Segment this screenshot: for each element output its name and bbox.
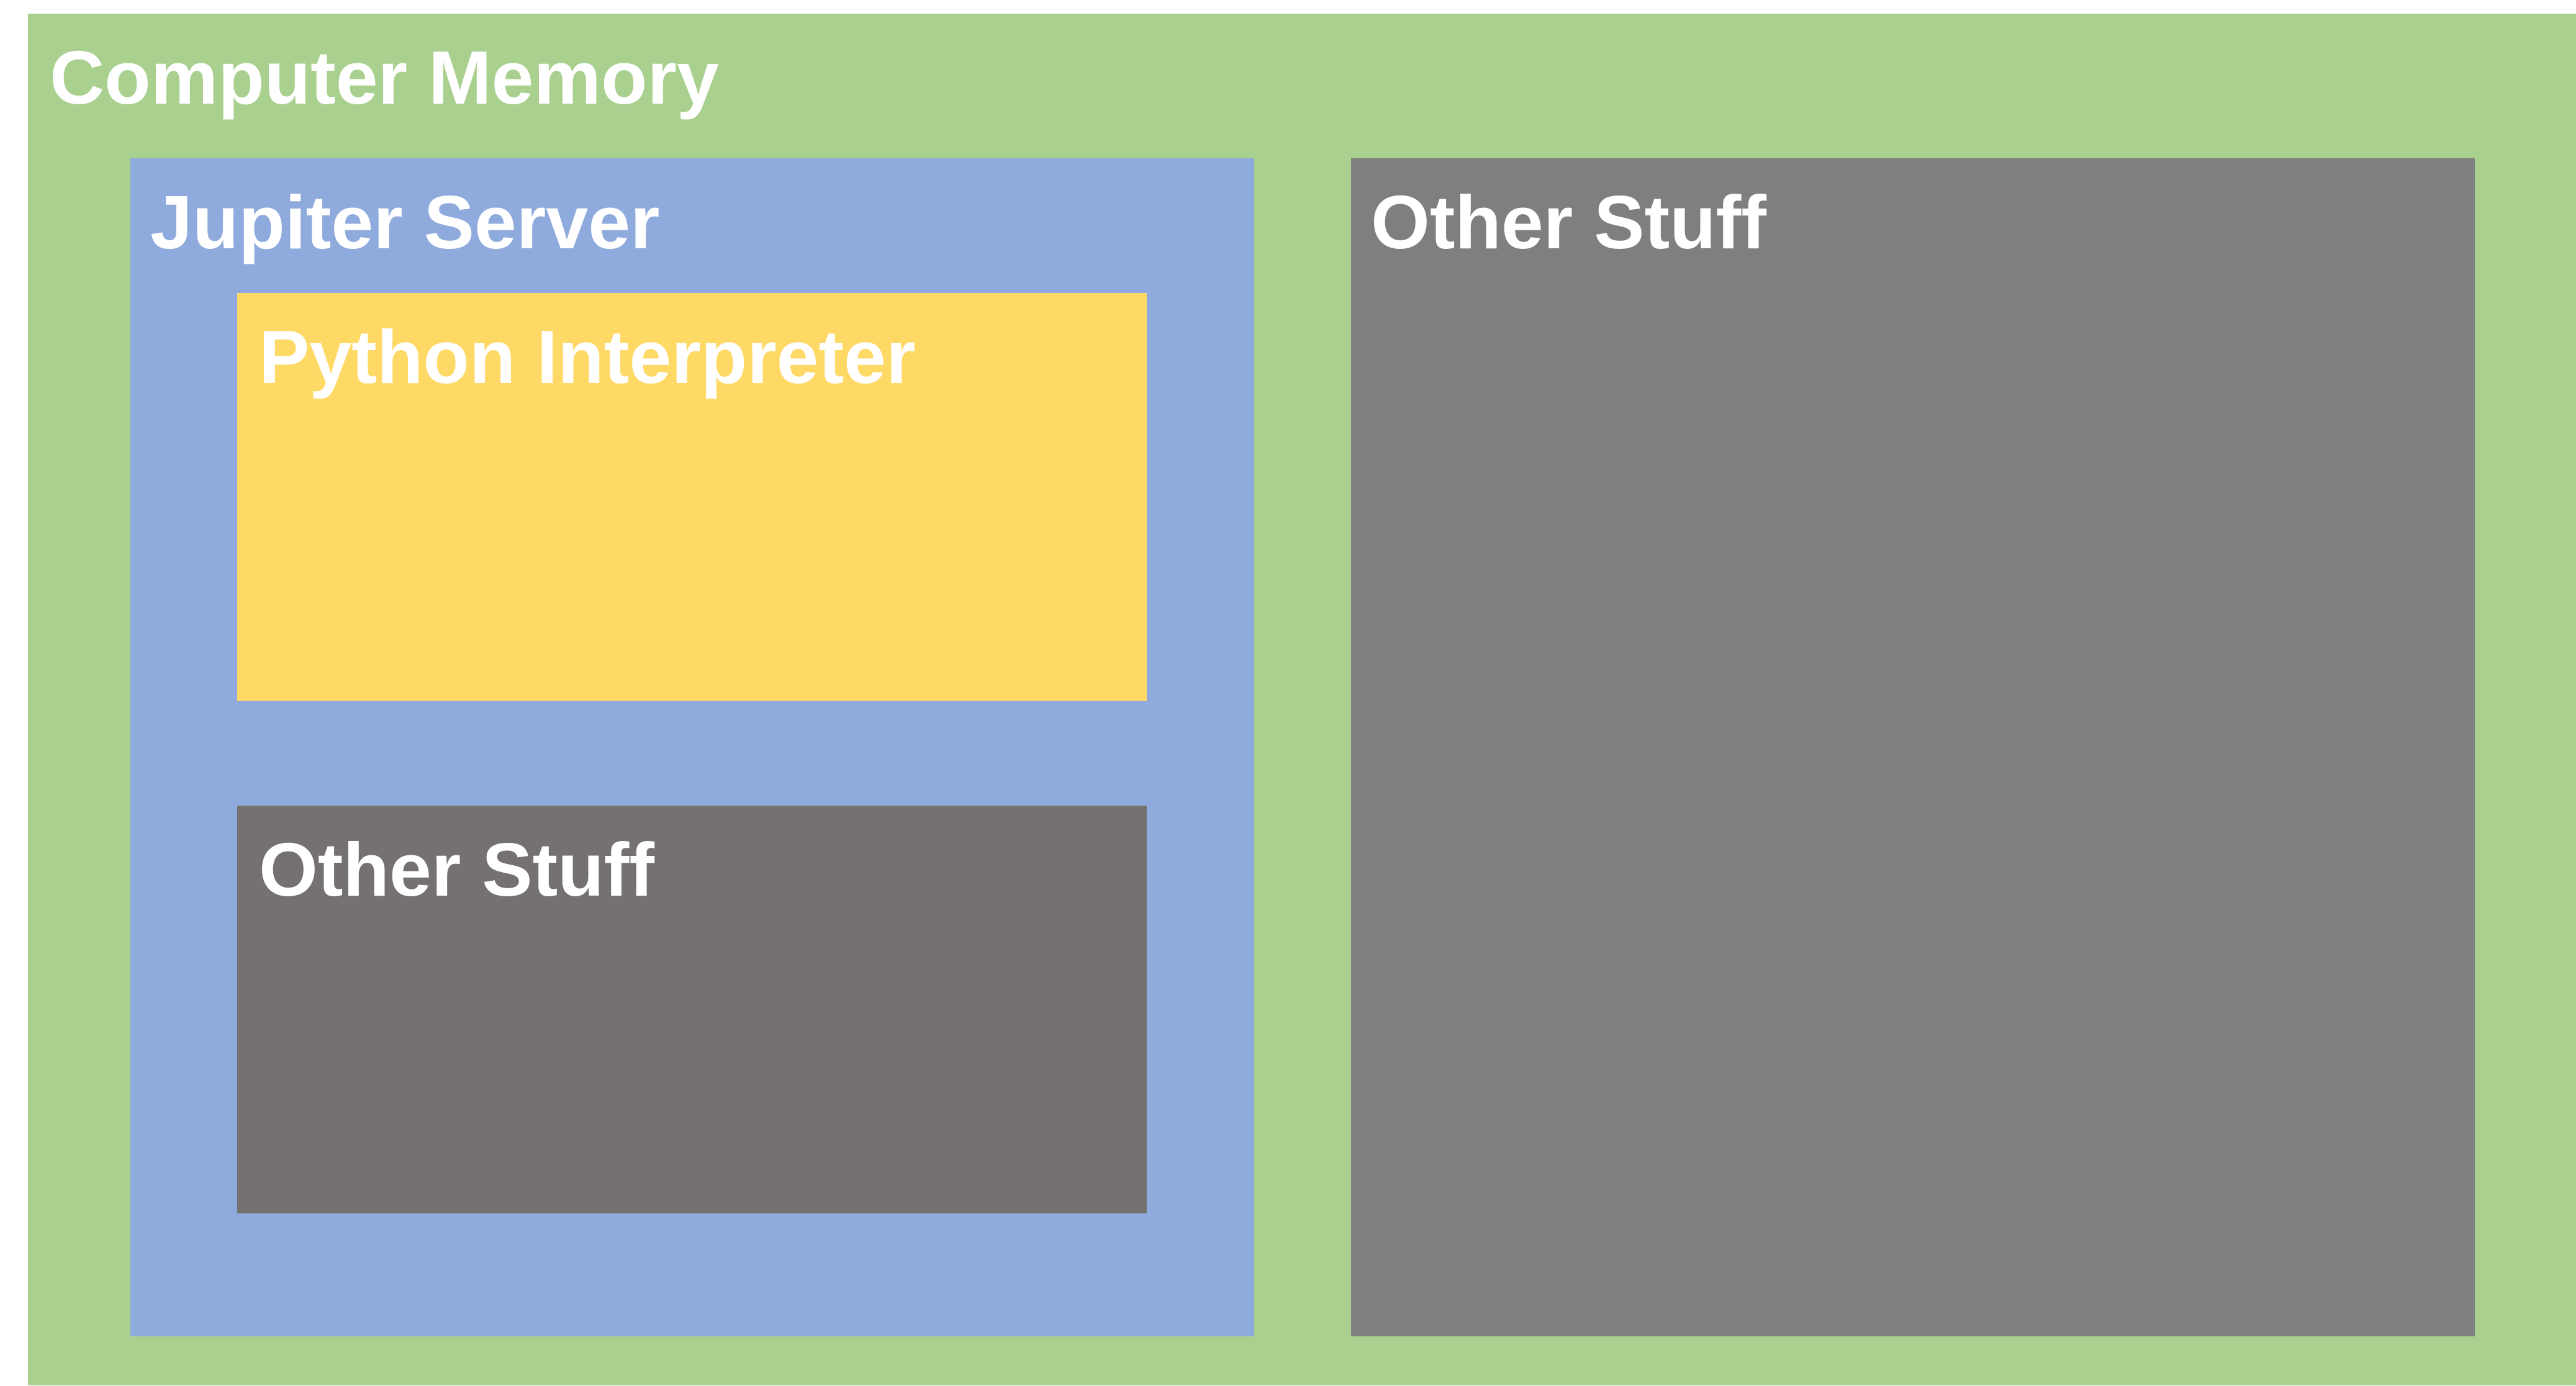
jupiter-server-label: Jupiter Server [150, 180, 660, 264]
server-other-stuff-box: Other Stuff [237, 806, 1147, 1213]
python-interpreter-label: Python Interpreter [259, 315, 916, 399]
memory-other-stuff-box: Other Stuff [1351, 158, 2475, 1336]
server-other-stuff-label: Other Stuff [259, 827, 655, 912]
computer-memory-label: Computer Memory [50, 35, 719, 120]
memory-other-stuff-label: Other Stuff [1371, 180, 1767, 264]
python-interpreter-box: Python Interpreter [237, 293, 1147, 701]
